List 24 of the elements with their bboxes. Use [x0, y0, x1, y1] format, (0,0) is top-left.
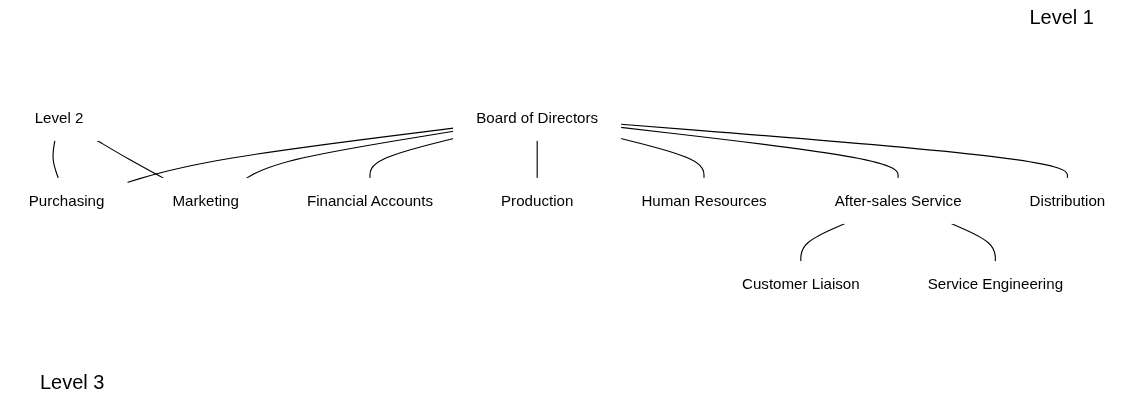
node-text: Distribution: [1029, 192, 1106, 210]
node-text: Level 2: [34, 109, 84, 127]
connector: [126, 127, 455, 184]
connector: [536, 139, 538, 179]
connector: [96, 139, 165, 179]
connector: [52, 139, 59, 179]
connector: [620, 123, 1068, 179]
node-text: Marketing: [172, 192, 239, 210]
connector: [950, 223, 996, 263]
node-text: Service Engineering: [927, 275, 1064, 293]
connector: [800, 223, 846, 263]
node-text: Human Resources: [641, 192, 767, 210]
level-label: Level 1: [1029, 6, 1094, 29]
connector: [620, 126, 899, 179]
node-text: Purchasing: [28, 192, 105, 210]
node-text: Financial Accounts: [306, 192, 433, 210]
connector: [620, 138, 705, 179]
connector: [245, 130, 455, 179]
connector: [369, 138, 455, 179]
node-text: After-sales Service: [834, 192, 962, 210]
level-label: Level 3: [40, 371, 105, 394]
node-text: Customer Liaison: [741, 275, 860, 293]
node-text: Production: [501, 192, 574, 210]
node-text: Board of Directors: [476, 109, 599, 127]
